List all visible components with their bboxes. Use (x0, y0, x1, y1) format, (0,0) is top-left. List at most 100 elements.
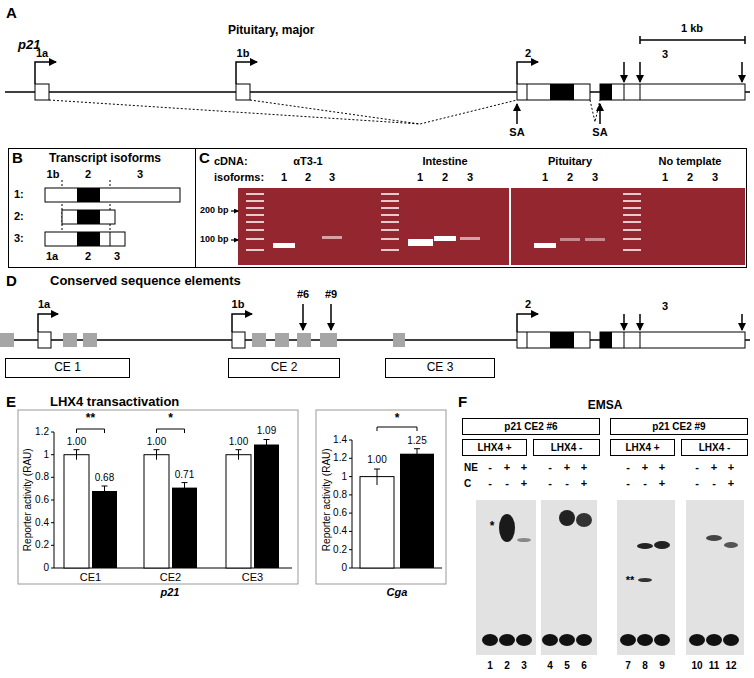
figure-label: CE1 (80, 571, 101, 584)
chart-axis (51, 432, 292, 568)
figure-label: #6 (297, 288, 309, 301)
coding-region (600, 84, 612, 100)
figure-label: 3: (14, 232, 24, 245)
figure-label: 8 (642, 660, 648, 672)
figure-label: 200 bp (200, 205, 229, 215)
figure-label: 3 (592, 171, 598, 184)
axis-title: Reporter activity (RAU) (21, 449, 33, 552)
figure-label: 2 (85, 250, 91, 263)
figure-label: 4 (547, 660, 553, 672)
figure-label: 10 (691, 660, 702, 672)
splice-acceptor-arrow (599, 104, 601, 124)
blot-band (576, 634, 592, 646)
significance-bracket (377, 427, 417, 431)
bar-lhx4 (400, 454, 434, 568)
figure-label: 3 (521, 660, 527, 672)
splice-line (590, 100, 600, 122)
bar-control (226, 455, 251, 568)
conserved-element (393, 333, 405, 347)
box-label: LHX4 - (551, 442, 583, 454)
exon (517, 332, 590, 348)
figure-label: NE (464, 462, 478, 474)
figure-label: 0.71 (175, 469, 194, 481)
figure-label: 2 (567, 171, 573, 184)
figure-label: C (464, 478, 471, 490)
figure-label: 0.6 (35, 494, 49, 506)
gel-band (585, 238, 605, 241)
figure-label: - (643, 477, 647, 490)
figure-label: 1b (232, 298, 245, 311)
figure-label: 0.4 (35, 517, 49, 529)
exon-divider (527, 84, 528, 100)
label-box: LHX4 - (681, 439, 748, 456)
figure-label: 1.00 (367, 454, 386, 466)
figure-label: + (659, 461, 665, 474)
figure-label: Pituitary, major (228, 24, 314, 38)
figure-label: 7 (625, 660, 631, 672)
conserved-element (0, 333, 14, 347)
ladder (246, 194, 264, 250)
conserved-element (275, 333, 289, 347)
splice-acceptor-arrow (516, 104, 518, 124)
error-bar (74, 440, 270, 497)
figure-label: p21 (161, 586, 180, 599)
figure-label: ** (86, 412, 95, 426)
box-label: LHX4 + (625, 442, 659, 454)
figure-label: 1.00 (67, 436, 86, 448)
isoform-bar (45, 188, 180, 202)
figure-label: - (626, 477, 630, 490)
figure-label: EMSA (588, 399, 623, 413)
polya-arrow (639, 314, 641, 330)
polya-arrow (623, 62, 625, 82)
figure-label: 2 (525, 298, 531, 311)
coding-region (550, 84, 574, 100)
blot-image (541, 500, 597, 655)
ladder (381, 194, 399, 250)
coding-region (600, 332, 612, 348)
blot-band (559, 634, 575, 646)
shifted-band (706, 535, 722, 541)
figure-label: Cga (387, 586, 408, 599)
figure-label: 3 (114, 250, 120, 263)
exon-divider (640, 332, 641, 348)
figure-label: 1 (43, 449, 49, 461)
chart-frame (316, 410, 446, 584)
gel-image (238, 188, 745, 265)
free-probe-bands (482, 634, 739, 646)
size-arrow (231, 210, 238, 211)
exon (35, 84, 49, 100)
blot-band (542, 634, 558, 646)
figure-label: + (728, 477, 734, 490)
blot-band (723, 634, 739, 646)
exon (232, 332, 245, 348)
significance-bracket (77, 429, 185, 433)
exon-divider (624, 84, 625, 100)
figure-label: - (505, 477, 509, 490)
box-label: LHX4 + (477, 442, 511, 454)
figure-label: + (521, 461, 527, 474)
figure-label: + (504, 461, 510, 474)
figure-label: CE3 (242, 571, 263, 584)
blot-band (620, 634, 636, 646)
figure-label: 2 (687, 171, 693, 184)
figure-label: 6 (581, 660, 587, 672)
conserved-element (83, 333, 97, 347)
coding-region (77, 210, 100, 224)
figure-label: A (6, 4, 17, 21)
shifted-band (724, 542, 738, 548)
figure-label: 1.2 (35, 426, 49, 438)
conserved-element (252, 333, 266, 347)
figure-label: + (564, 461, 570, 474)
gel-band (560, 238, 580, 241)
polya-arrow (741, 62, 743, 82)
exon (600, 332, 745, 348)
blot-image (686, 500, 744, 655)
panel-frame: BTranscript isoforms (8, 148, 196, 268)
box-label: CE 1 (54, 361, 81, 375)
label-box: LHX4 + (610, 439, 675, 456)
figure-label: + (581, 477, 587, 490)
coding-region (77, 188, 100, 202)
figure-label: 1b (47, 168, 60, 181)
figure-label: 1.25 (407, 435, 426, 447)
